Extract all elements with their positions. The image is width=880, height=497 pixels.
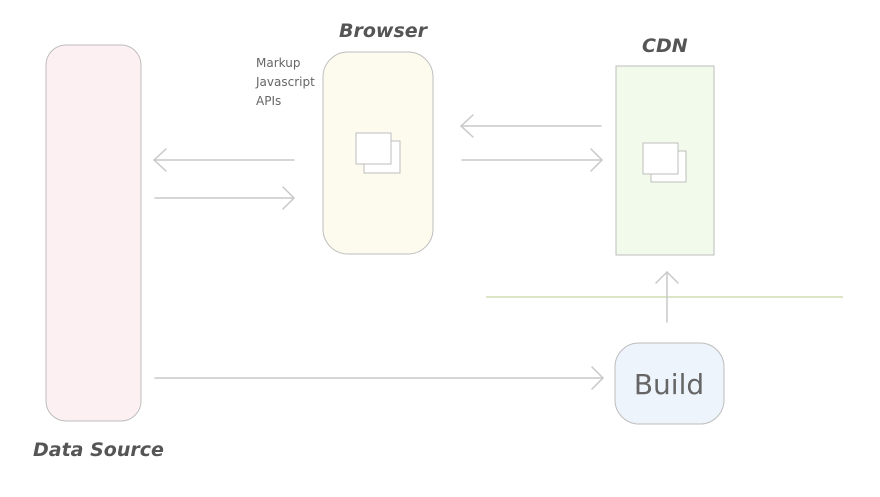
annotation-line: Javascript [255,75,315,89]
arrow-build-to-cdn [655,271,679,323]
build-node [614,342,725,425]
browser-label: Browser [339,20,429,42]
arrow-cdn-to-browser [460,114,602,138]
pages-icon [355,132,401,174]
annotation-line: APIs [256,94,281,108]
build-label: Build [634,368,704,401]
cdn-label: CDN [642,35,688,57]
annotation-line: Markup [256,56,300,70]
arrow-datasource-to-browser [154,186,295,210]
pages-icon [642,142,687,183]
annotation-text: Markup Javascript APIs [255,56,319,108]
arrow-browser-to-cdn [461,148,603,172]
arrow-datasource-to-build [154,366,604,390]
arrow-browser-to-datasource [153,148,295,172]
data-source-label: Data Source [33,439,164,461]
data-source-node [45,44,142,422]
